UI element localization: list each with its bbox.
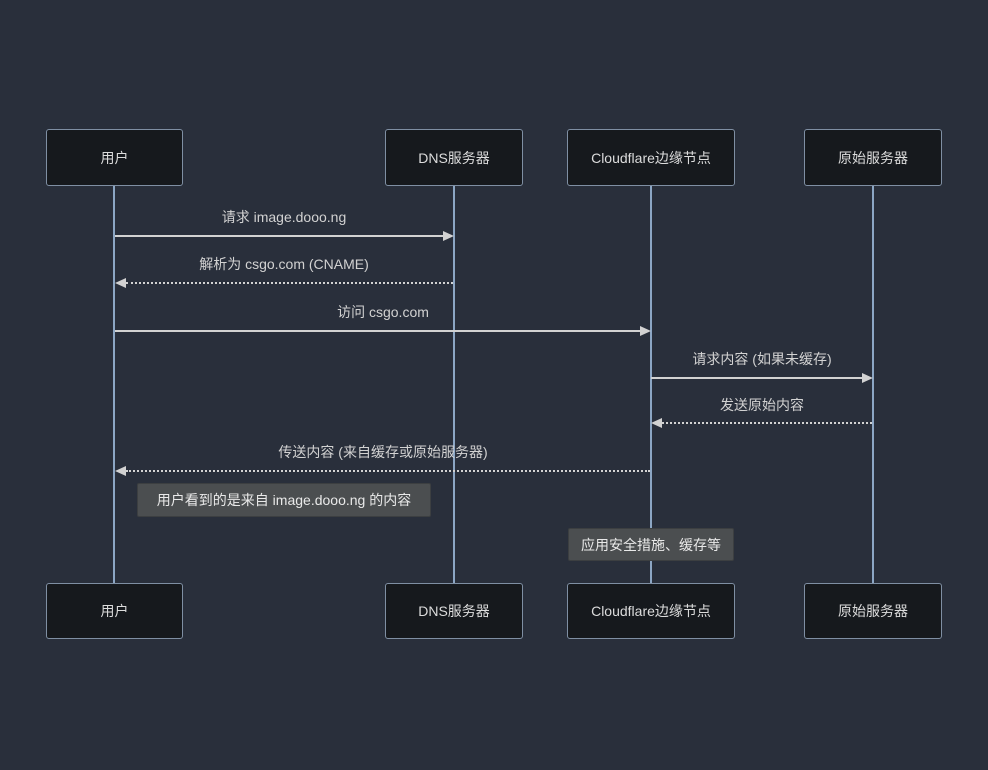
actor-origin-top: 原始服务器 — [804, 129, 942, 186]
arrowhead-right-icon — [443, 231, 454, 241]
message-label: 发送原始内容 — [720, 397, 804, 413]
arrowhead-right-icon — [862, 373, 873, 383]
message-line — [662, 422, 872, 424]
note-user-content: 用户看到的是来自 image.dooo.ng 的内容 — [137, 483, 431, 517]
message-line — [115, 235, 443, 237]
actor-dns-top: DNS服务器 — [385, 129, 523, 186]
actor-label: 原始服务器 — [838, 603, 908, 619]
arrowhead-left-icon — [651, 418, 662, 428]
message-label: 请求内容 (如果未缓存) — [692, 351, 832, 367]
actor-label: Cloudflare边缘节点 — [591, 603, 711, 619]
actor-origin-bottom: 原始服务器 — [804, 583, 942, 639]
actor-dns-bottom: DNS服务器 — [385, 583, 523, 639]
note-label: 用户看到的是来自 image.dooo.ng 的内容 — [156, 492, 412, 508]
message-label: 访问 csgo.com — [337, 304, 429, 320]
note-cloudflare-processing: 应用安全措施、缓存等 — [568, 528, 734, 561]
actor-user-bottom: 用户 — [46, 583, 183, 639]
message-line — [651, 377, 862, 379]
message-line — [126, 470, 650, 472]
arrowhead-left-icon — [115, 466, 126, 476]
lifeline-cloudflare — [650, 186, 652, 583]
actor-label: 用户 — [100, 149, 129, 166]
actor-label: 用户 — [100, 603, 129, 619]
arrowhead-left-icon — [115, 278, 126, 288]
actor-cloudflare-bottom: Cloudflare边缘节点 — [567, 583, 735, 639]
message-label: 解析为 csgo.com (CNAME) — [199, 256, 369, 272]
message-line — [115, 330, 640, 332]
actor-label: DNS服务器 — [418, 149, 490, 166]
actor-user-top: 用户 — [46, 129, 183, 186]
actor-label: Cloudflare边缘节点 — [591, 149, 711, 166]
message-label: 传送内容 (来自缓存或原始服务器) — [278, 444, 488, 460]
actor-label: 原始服务器 — [838, 149, 908, 166]
lifeline-dns — [453, 186, 455, 583]
actor-label: DNS服务器 — [418, 603, 490, 619]
lifeline-origin — [872, 186, 874, 583]
actor-cloudflare-top: Cloudflare边缘节点 — [567, 129, 735, 186]
lifeline-user — [113, 186, 115, 583]
message-line — [126, 282, 453, 284]
arrowhead-right-icon — [640, 326, 651, 336]
note-label: 应用安全措施、缓存等 — [581, 536, 721, 553]
message-label: 请求 image.dooo.ng — [221, 209, 347, 225]
